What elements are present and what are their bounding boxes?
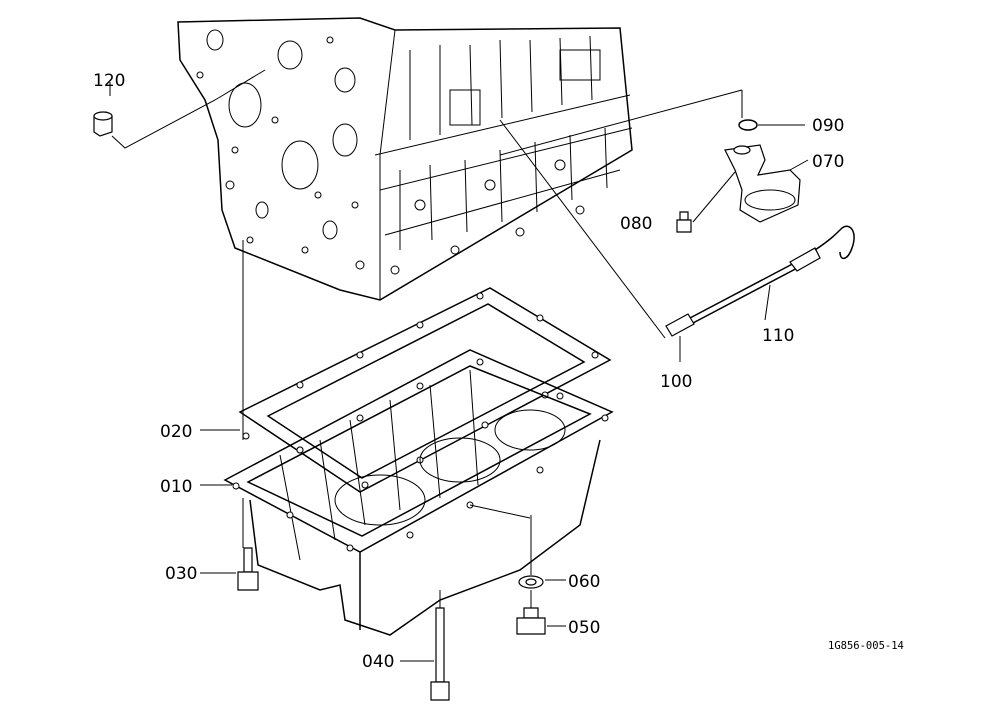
engine-block (177, 17, 633, 301)
bolt-030 (237, 547, 259, 591)
label-100: 100 (660, 372, 692, 392)
label-090: 090 (812, 116, 844, 136)
figure-reference-code: 1G856-005-14 (828, 640, 904, 652)
label-050: 050 (568, 618, 600, 638)
o-ring-090 (738, 119, 758, 131)
plug-120 (93, 111, 113, 137)
label-020: 020 (160, 422, 192, 442)
label-110: 110 (762, 326, 794, 346)
bolt-080 (676, 211, 692, 233)
label-120: 120 (93, 71, 125, 91)
label-060: 060 (568, 572, 600, 592)
label-070: 070 (812, 152, 844, 172)
oil-pan (223, 349, 614, 636)
stud-bolt-040 (430, 607, 450, 701)
label-030: 030 (165, 564, 197, 584)
label-080: 080 (620, 214, 652, 234)
washer-060 (518, 575, 544, 589)
dipstick-110 (689, 225, 855, 324)
drain-plug-050 (516, 607, 546, 635)
dipstick-guide-100 (665, 313, 695, 337)
label-010: 010 (160, 477, 192, 497)
oil-strainer-070 (724, 144, 801, 223)
label-040: 040 (362, 652, 394, 672)
leader-lines (109, 69, 809, 662)
